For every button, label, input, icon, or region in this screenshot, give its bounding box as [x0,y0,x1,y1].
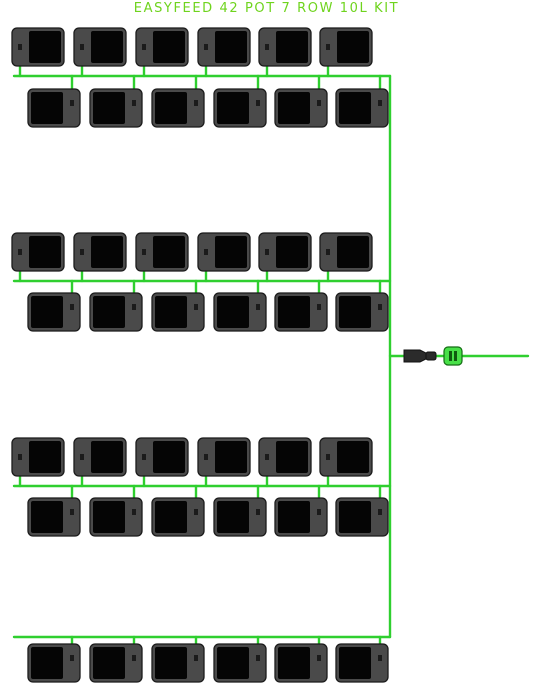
dripper-icon [378,100,382,106]
dripper-icon [142,249,146,255]
pot-top-3-2 [73,437,127,477]
dripper-icon [132,304,136,310]
pot-top-1-1 [11,27,65,67]
dripper-icon [317,100,321,106]
pot-top-2-2 [73,232,127,272]
inlet-assembly [403,346,463,366]
pot-bottom-3-3 [151,497,205,537]
pot-bottom-2-5 [274,292,328,332]
dripper-icon [265,249,269,255]
pot-top-1-3 [135,27,189,67]
page-title: EASYFEED 42 POT 7 ROW 10L KIT [133,1,400,16]
dripper-icon [194,655,198,661]
pot-bottom-2-4 [213,292,267,332]
dripper-icon [142,44,146,50]
filter-slot-icon [449,351,452,361]
dripper-icon [132,100,136,106]
pot-top-2-3 [135,232,189,272]
pot-top-1-4 [197,27,251,67]
dripper-icon [142,454,146,460]
pot-bottom-2-3 [151,292,205,332]
dripper-icon [132,509,136,515]
dripper-icon [70,655,74,661]
dripper-icon [378,655,382,661]
pot-bottom-1-1 [27,88,81,128]
dripper-icon [256,655,260,661]
dripper-icon [326,249,330,255]
dripper-icon [80,454,84,460]
filter-slot-icon [454,351,457,361]
dripper-icon [194,100,198,106]
pot-top-1-6 [319,27,373,67]
dripper-icon [70,509,74,515]
dripper-icon [18,44,22,50]
dripper-icon [256,304,260,310]
pot-bottom-1-2 [89,88,143,128]
dripper-icon [80,44,84,50]
pot-top-1-2 [73,27,127,67]
dripper-icon [256,509,260,515]
dripper-icon [265,44,269,50]
pot-bottom-4-5 [274,643,328,683]
pot-bottom-3-2 [89,497,143,537]
green-filter-icon [443,346,463,366]
pot-bottom-1-4 [213,88,267,128]
dripper-icon [204,454,208,460]
pot-top-2-6 [319,232,373,272]
pot-bottom-4-6 [335,643,389,683]
dripper-icon [194,509,198,515]
dripper-icon [80,249,84,255]
pot-bottom-4-3 [151,643,205,683]
dripper-icon [317,655,321,661]
dripper-icon [70,304,74,310]
pot-bottom-3-4 [213,497,267,537]
pot-grid [11,27,389,683]
dripper-icon [326,44,330,50]
dripper-icon [70,100,74,106]
pot-top-3-1 [11,437,65,477]
pot-bottom-2-2 [89,292,143,332]
pot-bottom-3-6 [335,497,389,537]
dripper-icon [317,509,321,515]
dripper-icon [326,454,330,460]
pot-top-3-6 [319,437,373,477]
pot-bottom-2-1 [27,292,81,332]
pot-top-2-1 [11,232,65,272]
dripper-icon [18,249,22,255]
dripper-icon [378,304,382,310]
pot-top-1-5 [258,27,312,67]
pot-bottom-4-2 [89,643,143,683]
pot-bottom-2-6 [335,292,389,332]
dripper-icon [204,249,208,255]
pot-top-2-4 [197,232,251,272]
shutoff-valve-icon [403,349,427,363]
pot-top-3-3 [135,437,189,477]
pot-bottom-3-1 [27,497,81,537]
dripper-icon [194,304,198,310]
dripper-icon [265,454,269,460]
valve-connector-icon [425,351,437,361]
pot-top-3-4 [197,437,251,477]
pot-bottom-4-4 [213,643,267,683]
dripper-icon [132,655,136,661]
pot-top-3-5 [258,437,312,477]
pot-bottom-3-5 [274,497,328,537]
pot-top-2-5 [258,232,312,272]
dripper-icon [204,44,208,50]
pot-bottom-1-6 [335,88,389,128]
pot-bottom-1-3 [151,88,205,128]
dripper-icon [18,454,22,460]
dripper-icon [378,509,382,515]
dripper-icon [256,100,260,106]
pot-bottom-1-5 [274,88,328,128]
pot-bottom-4-1 [27,643,81,683]
dripper-icon [317,304,321,310]
